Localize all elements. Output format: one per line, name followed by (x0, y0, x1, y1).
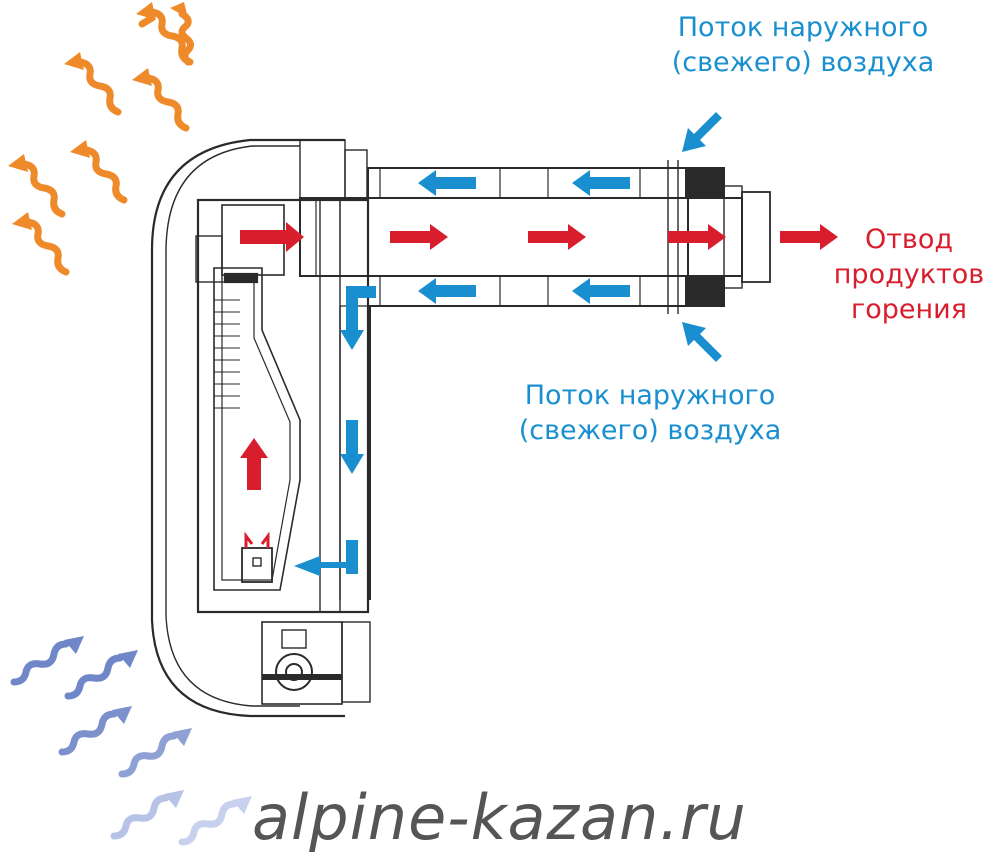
cool-air-wave-icon (10, 640, 70, 686)
gas-valve (261, 621, 343, 705)
fresh-air-label-top-line2: (свежего) воздуха (671, 47, 935, 78)
heater-unit (150, 138, 371, 718)
flow-arrow-icon (240, 222, 304, 252)
flow-arrow-icon (682, 112, 722, 152)
fresh-air-label-top-line1: Поток наружного (677, 12, 929, 43)
fresh-air-label-top: Поток наружного (свежего) воздуха (648, 10, 958, 80)
exhaust-label-line2: продуктов (833, 259, 985, 290)
fresh-air-arrows (294, 112, 722, 576)
heat-exchanger (213, 267, 301, 591)
heat-wave-icon (24, 218, 70, 276)
fan-housing (223, 272, 259, 284)
flow-arrow-icon (528, 224, 586, 250)
flow-arrow-icon (294, 540, 346, 576)
flow-arrow-icon (340, 286, 376, 350)
flow-arrow-icon (418, 278, 476, 304)
heater-housing (150, 138, 345, 718)
burner-icon (241, 547, 273, 583)
wall-seal-bottom (685, 275, 725, 307)
flow-arrow-icon (340, 420, 364, 474)
cool-air-wave-icon (64, 654, 124, 700)
heat-wave-heads (8, 2, 156, 230)
heat-wave-group (20, 8, 194, 276)
heater-housing-inner (165, 145, 300, 707)
heat-wave-icon (20, 160, 66, 218)
fresh-air-label-bottom: Поток наружного (свежего) воздуха (495, 378, 805, 448)
site-watermark: alpine-kazan.ru (252, 781, 747, 854)
flow-arrow-icon (668, 224, 726, 250)
cool-air-wave-icon (58, 710, 118, 756)
heat-wave-icon (148, 8, 194, 66)
heater-frame (196, 198, 370, 614)
heat-wave-icon (76, 58, 122, 116)
cool-air-heads (64, 636, 252, 814)
exhaust-label-line1: Отвод (864, 224, 954, 255)
flow-arrow-icon (390, 224, 448, 250)
flow-arrow-icon (418, 170, 476, 196)
exhaust-arrows (240, 222, 838, 490)
heat-wave-icon (144, 74, 190, 132)
flow-arrow-icon (780, 224, 838, 250)
cool-air-wave-icon (118, 732, 178, 778)
flow-arrow-icon (572, 170, 630, 196)
cool-air-wave-icon (178, 800, 238, 846)
heat-wave-icon (82, 146, 128, 204)
exhaust-label: Отвод продуктов горения (818, 222, 1000, 327)
heat-wave-icon (138, 14, 156, 28)
flow-arrow-icon (682, 322, 722, 362)
cool-air-waves (10, 640, 238, 846)
cool-air-wave-icon (110, 794, 170, 840)
exhaust-label-line3: горения (851, 294, 967, 325)
fresh-air-label-bottom-line2: (свежего) воздуха (518, 415, 782, 446)
terminal-cap (741, 191, 771, 283)
wall-seal-top (685, 167, 725, 199)
flow-arrow-icon (572, 278, 630, 304)
flow-arrow-icon (240, 438, 268, 490)
fresh-air-label-bottom-line1: Поток наружного (524, 380, 776, 411)
